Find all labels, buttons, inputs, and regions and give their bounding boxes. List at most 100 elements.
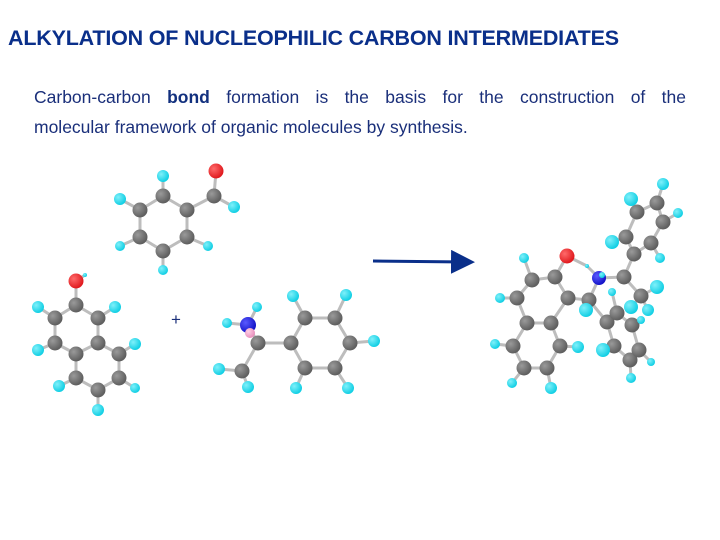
atom-c-icon [631,342,647,358]
atom-c-icon [283,335,299,351]
atom-h-icon [83,273,87,277]
atom-h-icon [605,235,619,249]
atom-h-icon [637,316,645,324]
atom-h-icon [495,293,505,303]
atom-h-icon [228,201,240,213]
atom-c-icon [539,360,555,376]
atom-o-icon [208,163,224,179]
atom-c-icon [206,188,222,204]
atom-o-icon [68,273,84,289]
atom-c-icon [547,269,563,285]
molecule-product [490,178,683,394]
atom-c-icon [90,335,106,351]
atom-h-icon [624,192,638,206]
atom-c-icon [155,243,171,259]
body-line-1: Carbon-carbon bond formation is the basi… [34,82,686,112]
atom-h-icon [92,404,104,416]
atom-c-icon [90,382,106,398]
atom-h-icon [245,328,255,338]
atom-h-icon [342,382,354,394]
atom-h-icon [115,241,125,251]
atom-c-icon [616,269,632,285]
atom-h-icon [626,373,636,383]
atom-h-icon [53,380,65,392]
atom-h-icon [673,208,683,218]
molecule-benzaldehyde [114,163,240,275]
atom-c-icon [633,288,649,304]
atom-c-icon [132,229,148,245]
atom-h-icon [579,303,593,317]
atom-h-icon [203,241,213,251]
molecule-phenylethylamine [213,289,380,394]
atom-h-icon [624,300,638,314]
slide-body-text: Carbon-carbon bond formation is the basi… [34,82,686,142]
atom-c-icon [655,214,671,230]
atom-h-icon [109,301,121,313]
atom-c-icon [68,297,84,313]
atom-h-icon [158,265,168,275]
atom-h-icon [129,338,141,350]
atom-c-icon [132,202,148,218]
atom-h-icon [340,289,352,301]
atom-c-icon [111,346,127,362]
atom-c-icon [179,202,195,218]
atom-h-icon [519,253,529,263]
atom-c-icon [327,360,343,376]
atom-c-icon [179,229,195,245]
atom-h-icon [608,288,616,296]
body-text-post: formation is the basis for the construct… [209,87,686,107]
atom-h-icon [114,193,126,205]
atom-h-icon [32,344,44,356]
atom-h-icon [585,264,589,268]
atom-c-icon [250,335,266,351]
body-text-bold: bond [167,87,210,107]
atom-h-icon [507,378,517,388]
atom-c-icon [90,310,106,326]
atom-h-icon [242,381,254,393]
atom-c-icon [297,310,313,326]
atom-h-icon [290,382,302,394]
body-line-2: molecular framework of organic molecules… [34,117,468,137]
atom-c-icon [543,315,559,331]
molecule-naphthol [32,273,141,416]
slide-title: ALKYLATION OF NUCLEOPHILIC CARBON INTERM… [8,26,619,50]
atom-h-icon [490,339,500,349]
atom-c-icon [519,315,535,331]
atom-c-icon [47,335,63,351]
atom-h-icon [287,290,299,302]
atom-c-icon [626,246,642,262]
atom-c-icon [524,272,540,288]
molecule-group [32,163,683,416]
atom-c-icon [649,195,665,211]
atom-c-icon [297,360,313,376]
atom-h-icon [252,302,262,312]
atom-c-icon [111,370,127,386]
atom-c-icon [47,310,63,326]
atom-h-icon [572,341,584,353]
atom-c-icon [234,363,250,379]
atom-c-icon [629,204,645,220]
atom-h-icon [647,358,655,366]
atom-c-icon [560,290,576,306]
atom-h-icon [657,178,669,190]
atom-c-icon [509,290,525,306]
plus-sign: + [171,310,181,329]
atom-h-icon [222,318,232,328]
atom-h-icon [642,304,654,316]
atom-h-icon [545,382,557,394]
atom-h-icon [32,301,44,313]
atom-h-icon [213,363,225,375]
atom-c-icon [342,335,358,351]
atom-c-icon [622,352,638,368]
atom-c-icon [609,305,625,321]
atom-c-icon [643,235,659,251]
atom-h-icon [596,343,610,357]
atom-h-icon [655,253,665,263]
atom-h-icon [368,335,380,347]
atom-c-icon [606,338,622,354]
atom-h-icon [130,383,140,393]
atom-h-icon [157,170,169,182]
atom-c-icon [516,360,532,376]
atom-c-icon [552,338,568,354]
atom-c-icon [68,370,84,386]
